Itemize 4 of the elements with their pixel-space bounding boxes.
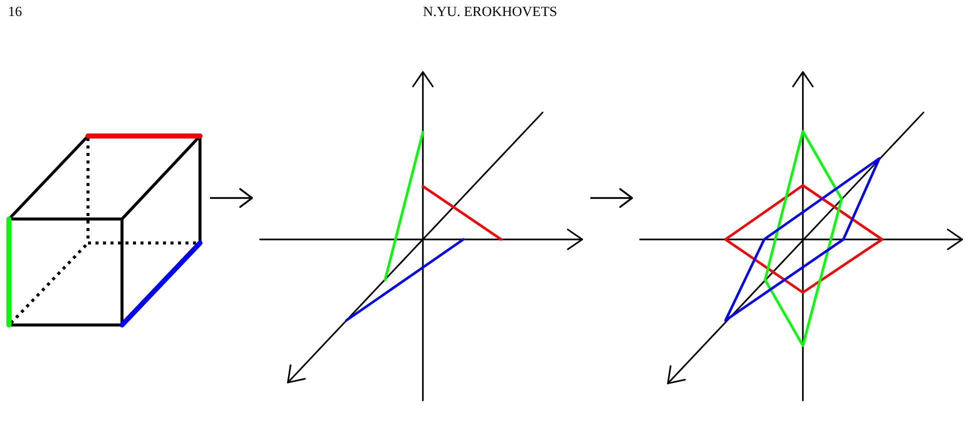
running-head: N.YU. EROKHOVETS <box>423 5 558 20</box>
page-number: 16 <box>8 5 22 20</box>
arrow <box>210 188 253 208</box>
arrow <box>590 188 633 208</box>
